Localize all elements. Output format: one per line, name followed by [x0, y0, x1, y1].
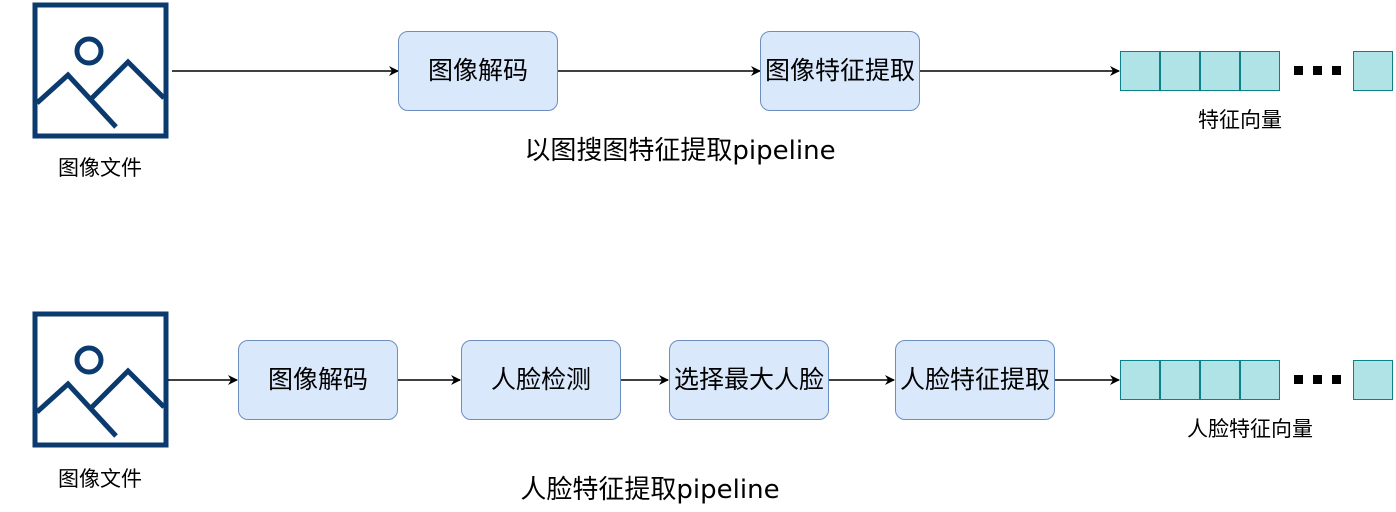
vector-cell	[1353, 51, 1393, 91]
output-label: 人脸特征向量	[1187, 417, 1313, 441]
pipeline-title: 人脸特征提取pipeline	[520, 475, 780, 505]
step-box: 图像解码	[398, 31, 558, 111]
vector-cell	[1240, 51, 1280, 91]
ellipsis-dot	[1294, 66, 1303, 75]
vector-cell	[1120, 51, 1160, 91]
ellipsis-dot	[1332, 66, 1341, 75]
vector-cell	[1200, 51, 1240, 91]
step-box: 图像特征提取	[760, 31, 920, 111]
ellipsis-dot	[1313, 66, 1322, 75]
pipeline-title: 以图搜图特征提取pipeline	[524, 136, 836, 166]
step-box: 人脸检测	[461, 340, 621, 420]
input-file-label: 图像文件	[58, 467, 142, 491]
input-file-label: 图像文件	[58, 156, 142, 180]
vector-cell	[1120, 360, 1160, 400]
ellipsis-dot	[1332, 375, 1341, 384]
vector-cell	[1160, 51, 1200, 91]
vector-cell	[1240, 360, 1280, 400]
image-file-icon	[32, 2, 169, 139]
step-box: 人脸特征提取	[895, 340, 1055, 420]
image-file-icon	[32, 311, 169, 448]
vector-cell	[1160, 360, 1200, 400]
vector-cell	[1353, 360, 1393, 400]
step-box: 选择最大人脸	[669, 340, 829, 420]
vector-cell	[1200, 360, 1240, 400]
step-box: 图像解码	[238, 340, 398, 420]
ellipsis-dot	[1313, 375, 1322, 384]
ellipsis-dot	[1294, 375, 1303, 384]
output-label: 特征向量	[1198, 108, 1282, 132]
